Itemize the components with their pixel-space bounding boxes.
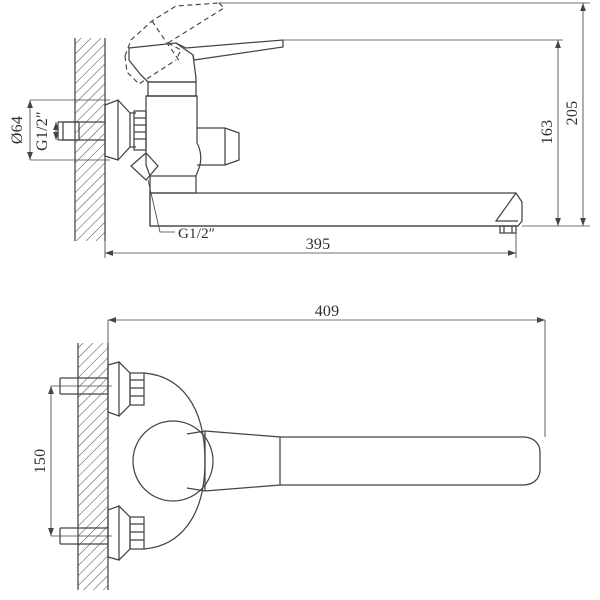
dimension-409: [107, 317, 546, 437]
cartridge-circle-plan: [132, 420, 214, 502]
dimension-label-395: 395: [306, 236, 331, 253]
escutcheon-flange-upper-plan: [107, 361, 145, 417]
faucet-body-elevation: [145, 95, 202, 194]
dimension-150: [48, 385, 112, 537]
dimension-163: [283, 39, 563, 227]
leader-g12-lower: [147, 179, 175, 233]
dimension-d64: [27, 99, 110, 161]
spout-plan: [186, 430, 541, 492]
escutcheon-flange-lower-plan: [107, 505, 145, 561]
aerator-elevation: [499, 225, 517, 234]
dimension-label-409: 409: [315, 303, 340, 320]
faucet-body-plan: [143, 372, 206, 550]
lever-handle-raised-phantom: [124, 2, 225, 85]
dimension-label-g12-upper: G1/2″: [34, 111, 51, 151]
dimension-label-163: 163: [539, 120, 556, 145]
wall-section-plan: [77, 343, 109, 590]
outlet-elbow-elevation: [130, 152, 159, 181]
lever-handle-elevation: [128, 39, 284, 83]
dimension-395: [104, 233, 517, 258]
escutcheon-flange-elevation: [104, 99, 136, 161]
dimension-label-150: 150: [32, 449, 49, 474]
dimension-205: [219, 2, 590, 227]
connector-nut-elevation: [133, 110, 147, 151]
dimension-label-d64: Ø64: [9, 116, 26, 144]
dimension-label-g12-lower: G1/2″: [178, 226, 215, 242]
spout-elevation: [149, 192, 523, 227]
dimension-label-205: 205: [564, 101, 581, 126]
body-collar-elevation: [147, 81, 197, 97]
side-outlet-elevation: [197, 127, 240, 166]
